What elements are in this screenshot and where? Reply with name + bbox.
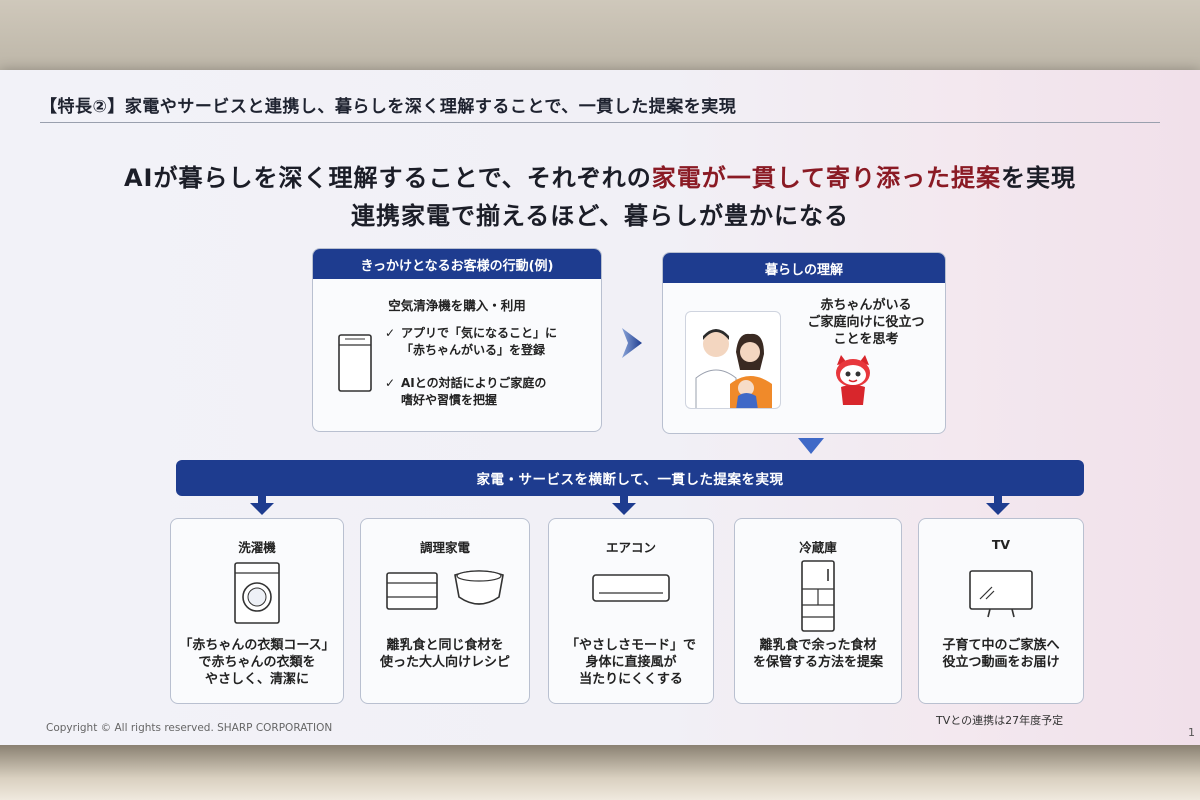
copyright-text: Copyright © All rights reserved. SHARP C…	[46, 722, 333, 734]
arrow-down-icon	[796, 436, 826, 460]
appliance-title: 調理家電	[419, 540, 470, 555]
thought-speech: 赤ちゃんがいる ご家庭向けに役立つ ことを思考	[807, 298, 925, 347]
air-conditioner-icon	[591, 573, 671, 609]
check-icon: ✓	[385, 376, 396, 390]
air-purifier-icon	[337, 333, 373, 397]
appliance-description: 離乳食で余った食材 を保管する方法を提案	[752, 638, 883, 670]
appliance-card-cooking: 調理家電 離乳食と同じ食材を 使った大人向けレシピ	[360, 518, 530, 704]
page-number: 1	[1188, 726, 1195, 739]
arrow-down-icon	[250, 494, 274, 520]
appliance-title: 冷蔵庫	[799, 540, 837, 555]
ai-robot-icon	[831, 353, 875, 411]
understanding-box-title: 暮らしの理解	[663, 253, 945, 283]
appliance-card-tv: TV 子育て中のご家族へ 役立つ動画をお届け	[918, 518, 1084, 704]
appliance-card-air-conditioner: エアコン 「やさしさモード」で 身体に直接風が 当たりにくくする	[548, 518, 714, 704]
headline-prefix: AIが暮らしを深く理解することで、それぞれの	[123, 164, 652, 192]
headline-accent: 家電が一貫して寄り添った提案	[651, 164, 1002, 192]
appliance-card-washing-machine: 洗濯機 「赤ちゃんの衣類コース」 で赤ちゃんの衣類を やさしく、清潔に	[170, 518, 344, 704]
family-illustration	[685, 311, 781, 409]
trigger-item: ✓ アプリで「気になること」に 「赤ちゃんがいる」を登録	[385, 326, 558, 357]
washing-machine-icon	[233, 561, 281, 629]
appliance-description: 「やさしさモード」で 身体に直接風が 当たりにくくする	[565, 638, 696, 687]
trigger-subtitle: 空気清浄機を購入・利用	[388, 298, 526, 313]
arrow-down-icon	[612, 494, 636, 520]
appliance-description: 子育て中のご家族へ 役立つ動画をお届け	[942, 638, 1060, 670]
room-background-bottom	[0, 745, 1200, 800]
appliance-description: 離乳食と同じ食材を 使った大人向けレシピ	[379, 638, 510, 670]
appliance-title: 洗濯機	[238, 540, 276, 555]
tv-icon	[968, 569, 1034, 623]
slide-header-title: 【特長②】家電やサービスと連携し、暮らしを深く理解することで、一貫した提案を実現	[40, 97, 737, 117]
trigger-item: ✓ AIとの対話によりご家庭の 嗜好や習慣を把握	[385, 376, 547, 407]
trigger-action-box: きっかけとなるお客様の行動(例) 空気清浄機を購入・利用 ✓ アプリで「気になる…	[312, 248, 602, 432]
refrigerator-icon	[800, 559, 836, 637]
cooking-appliance-icon	[385, 567, 505, 617]
arrow-down-icon	[986, 494, 1010, 520]
appliance-description: 「赤ちゃんの衣類コース」 で赤ちゃんの衣類を やさしく、清潔に	[179, 638, 335, 687]
room-background-top	[0, 0, 1200, 70]
headline-suffix: を実現	[1001, 164, 1077, 192]
life-understanding-box: 暮らしの理解 赤ちゃんがいる ご家庭向けに役立つ ことを思考	[662, 252, 946, 434]
cross-service-banner: 家電・サービスを横断して、一貫した提案を実現	[176, 460, 1084, 496]
headline-line-2: 連携家電で揃えるほど、暮らしが豊かになる	[350, 202, 850, 230]
chevron-right-icon	[620, 326, 644, 364]
trigger-box-title: きっかけとなるお客様の行動(例)	[313, 249, 601, 279]
presentation-slide: 【特長②】家電やサービスと連携し、暮らしを深く理解することで、一貫した提案を実現…	[0, 70, 1200, 747]
tv-footnote: TVとの連携は27年度予定	[936, 714, 1064, 727]
appliance-title: TV	[991, 537, 1011, 552]
appliance-title: エアコン	[605, 540, 656, 555]
appliance-card-refrigerator: 冷蔵庫 離乳食で余った食材 を保管する方法を提案	[734, 518, 902, 704]
check-icon: ✓	[385, 326, 396, 340]
headline-line-1: AIが暮らしを深く理解することで、それぞれの家電が一貫して寄り添った提案を実現	[0, 158, 1200, 193]
header-divider	[40, 122, 1160, 123]
